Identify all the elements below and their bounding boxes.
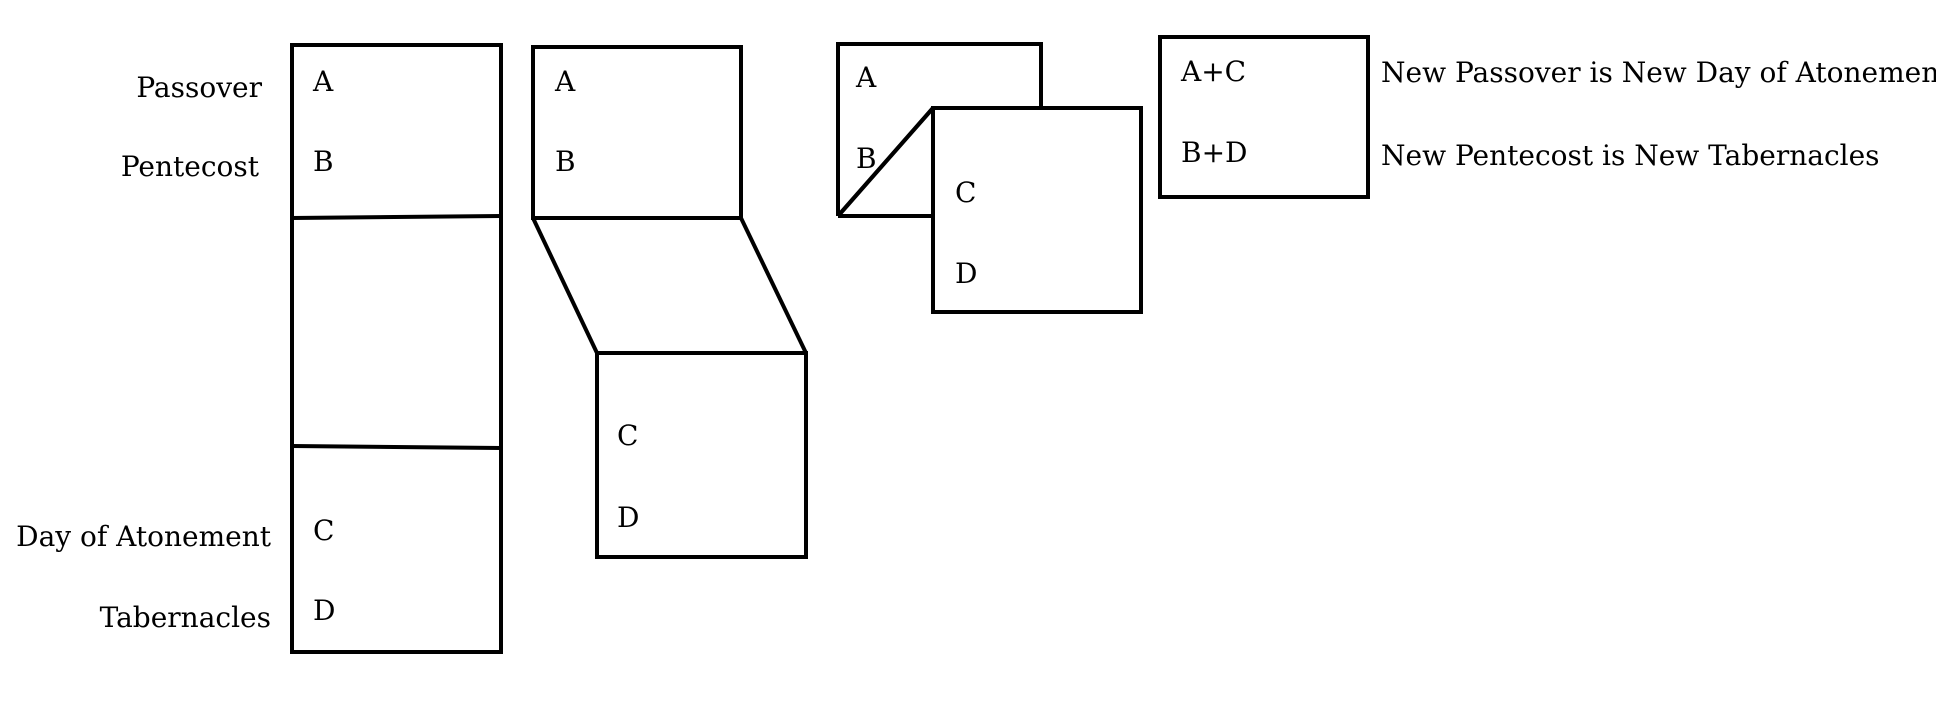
step2-letter-a: A — [554, 65, 576, 98]
step1-letter-a: A — [312, 65, 334, 98]
step1-letter-c: C — [313, 514, 334, 547]
conclusion-line-1: New Passover is New Day of Atonement — [1381, 56, 1936, 89]
step1-letter-b: B — [313, 145, 334, 178]
label-pentecost: Pentecost — [121, 150, 260, 183]
label-tabernacles: Tabernacles — [100, 601, 271, 634]
step1-fold-line-bottom — [291, 444, 502, 450]
step2-letter-b: B — [555, 145, 576, 178]
label-passover: Passover — [136, 71, 262, 104]
step4-label-ac: A+C — [1180, 55, 1246, 88]
step1-strip: A B C D — [290, 43, 503, 654]
step3-front-panel — [931, 106, 1143, 314]
step3-front-panel-cover — [836, 106, 935, 218]
step1-fold-line-top — [291, 214, 502, 220]
step2-folded-strip: A B C D — [531, 45, 808, 559]
conclusion-line-2: New Pentecost is New Tabernacles — [1381, 139, 1880, 172]
step4-panel-outline — [1158, 35, 1370, 199]
step2-letter-c: C — [617, 419, 638, 452]
step2-bottom-panel — [595, 351, 808, 559]
step4-combined-panel: A+C B+D — [1158, 35, 1370, 199]
label-day-of-atonement: Day of Atonement — [16, 520, 272, 553]
step3-letter-a: A — [855, 61, 877, 94]
step2-fold-left — [531, 217, 599, 354]
step1-letter-d: D — [313, 594, 335, 627]
step1-strip-outline — [290, 43, 503, 654]
step3-letter-b: B — [856, 142, 877, 175]
step3-letter-c: C — [955, 176, 976, 209]
step4-label-bd: B+D — [1181, 136, 1248, 169]
step3-overlapped-panels: A B C D — [836, 42, 1143, 314]
step2-letter-d: D — [617, 501, 639, 534]
step3-back-panel — [836, 42, 1043, 216]
step2-top-panel — [531, 45, 743, 220]
step2-fold-right — [739, 217, 808, 354]
step3-letter-d: D — [955, 257, 977, 290]
